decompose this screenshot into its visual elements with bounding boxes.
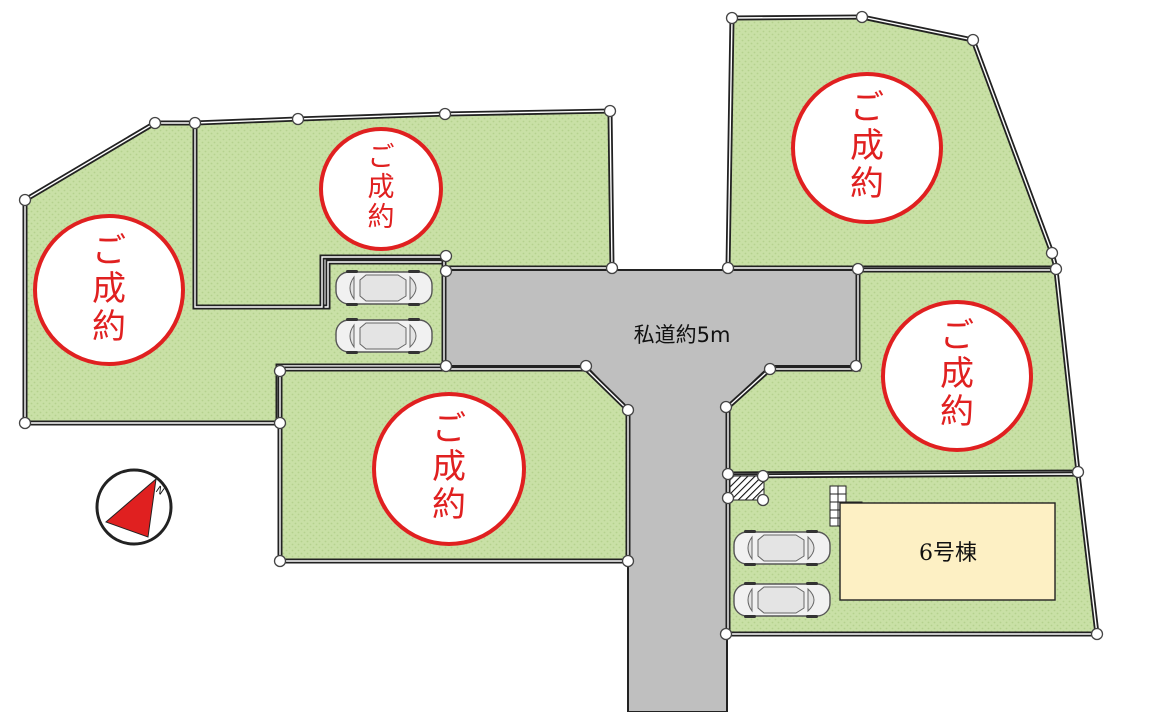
- svg-text:成: 成: [432, 447, 466, 487]
- svg-text:ご: ご: [432, 409, 466, 449]
- sold-badge-south-west: ご 成 約: [372, 392, 526, 546]
- svg-text:ご: ご: [368, 142, 395, 173]
- car-1: [335, 269, 433, 307]
- vertex-markers: [18, 10, 1104, 641]
- sold-badge-west: ご 成 約: [33, 214, 185, 366]
- house-6-label: 6号棟: [919, 541, 977, 566]
- house-6: [839, 502, 1056, 601]
- road-label: 私道約5m: [634, 323, 731, 347]
- svg-text:成: 成: [850, 126, 884, 166]
- car-2: [335, 317, 433, 355]
- svg-text:ご: ご: [92, 231, 126, 271]
- svg-text:ご: ご: [940, 316, 974, 356]
- svg-text:約: 約: [850, 164, 884, 204]
- svg-text:ご: ご: [850, 88, 884, 128]
- lot-6: 6号棟: [725, 471, 1100, 637]
- svg-text:約: 約: [432, 485, 466, 525]
- svg-text:約: 約: [368, 202, 395, 233]
- svg-text:約: 約: [92, 307, 126, 347]
- car-3: [733, 529, 831, 567]
- svg-text:成: 成: [92, 269, 126, 309]
- sold-badge-east: ご 成 約: [881, 300, 1033, 452]
- car-4: [733, 581, 831, 619]
- sold-badge-north-east: ご 成 約: [791, 72, 943, 224]
- svg-text:成: 成: [940, 354, 974, 394]
- svg-text:成: 成: [368, 172, 395, 203]
- sold-badge-north-west: ご 成 約: [319, 127, 443, 251]
- compass-icon: N: [95, 468, 173, 546]
- svg-text:約: 約: [940, 392, 974, 432]
